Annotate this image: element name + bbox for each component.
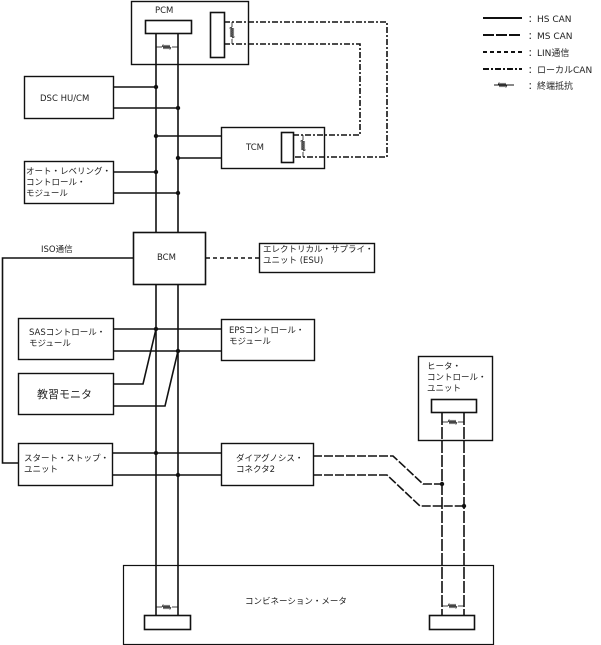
tcm-connector xyxy=(280,131,295,164)
esu-label: エレクトリカル・サプライ・ ユニット (ESU) xyxy=(263,245,374,266)
legend-hs-can: ：HS CAN xyxy=(528,15,572,25)
start-stop-box xyxy=(17,442,114,487)
meter-hs-resistor-icon xyxy=(156,603,178,611)
heater-box xyxy=(417,355,494,442)
dsc-box xyxy=(23,75,115,120)
heater-label: ヒータ・ コントロール・ ユニット xyxy=(427,362,487,394)
monitor-box xyxy=(17,372,115,416)
dsc-label: DSC HU/CM xyxy=(40,94,90,104)
tcm-box xyxy=(220,126,326,170)
meter-hs-connector xyxy=(143,614,192,631)
auto-leveling-box xyxy=(23,160,115,205)
legend-ms-can: ：MS CAN xyxy=(528,32,573,42)
legend-local-can: ：ローカルCAN xyxy=(528,66,593,76)
pcm-local-resistor-icon xyxy=(228,22,236,44)
iso-line xyxy=(1,257,133,464)
eps-box xyxy=(220,318,316,362)
monitor-label: 教習モニタ xyxy=(37,388,92,401)
meter-ms-resistor-icon xyxy=(442,602,464,610)
ms-can-dlc2-high xyxy=(313,455,442,485)
tcm-local-resistor-icon xyxy=(299,135,307,157)
bcm-label: BCM xyxy=(157,253,176,263)
local-can-outer xyxy=(224,21,388,158)
legend-resistor: ：終端抵抗 xyxy=(528,82,574,92)
pcm-local-connector xyxy=(209,11,226,59)
ms-can-dlc2-low xyxy=(313,474,464,507)
pcm-connector xyxy=(144,19,193,35)
sas-box xyxy=(17,317,115,361)
sas-label: SASコントロール・ モジュール xyxy=(29,328,106,349)
pcm-label: PCM xyxy=(155,6,174,16)
pcm-resistor-icon xyxy=(156,43,178,51)
dlc2-label: ダイアグノシス・ コネクタ2 xyxy=(236,454,304,475)
eps-label: EPSコントロール・ モジュール xyxy=(229,326,305,347)
meter-ms-connector xyxy=(428,614,476,631)
esu-box xyxy=(258,242,376,274)
legend-resistor-icon xyxy=(497,81,508,89)
bcm-box xyxy=(132,231,207,286)
junction-dots xyxy=(153,84,467,509)
pcm-box xyxy=(130,0,250,66)
start-stop-label: スタート・ストップ・ ユニット xyxy=(24,454,110,475)
legend-lin: ：LIN通信 xyxy=(528,49,570,59)
tcm-label: TCM xyxy=(246,143,264,153)
heater-resistor-icon xyxy=(442,418,464,426)
heater-connector xyxy=(430,398,478,414)
dlc2-box xyxy=(220,442,315,487)
local-can-inner xyxy=(224,43,361,136)
auto-leveling-label: オート・レベリング・ コントロール・ モジュール xyxy=(26,167,112,199)
iso-label: ISO通信 xyxy=(41,245,73,255)
combination-meter-label: コンビネーション・メータ xyxy=(245,597,347,607)
